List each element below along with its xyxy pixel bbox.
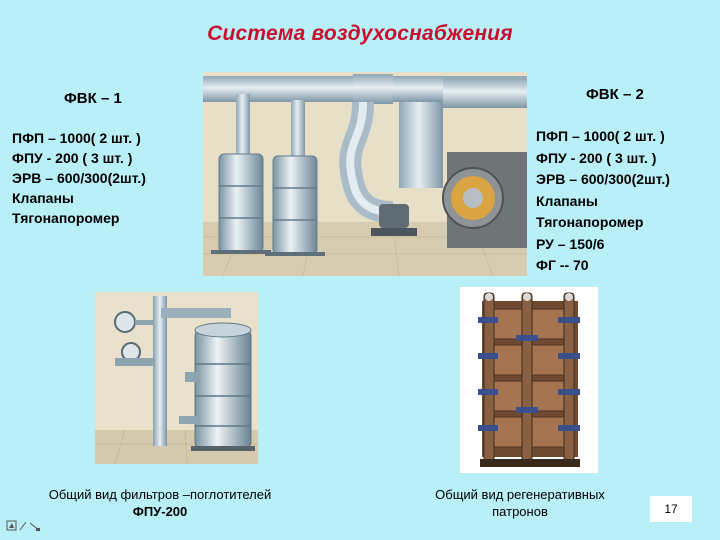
list-item: ФПУ - 200 ( 3 шт. ): [12, 150, 133, 166]
caption-line: патронов: [492, 504, 548, 519]
caption-line: Общий вид фильтров –поглотителей: [48, 487, 272, 502]
list-item: ФПУ - 200 ( 3 шт. ): [536, 149, 657, 166]
filter-unit-illustration: [95, 292, 258, 464]
left-heading: ФВК – 1: [64, 90, 122, 107]
list-item: Тягонапоромер: [12, 210, 120, 226]
cartridges-caption: Общий вид регенеративных патронов: [400, 486, 640, 520]
list-item: РУ – 150/6: [536, 235, 605, 252]
filters-caption: Общий вид фильтров –поглотителей ФПУ-200: [10, 486, 310, 520]
list-item: Клапаны: [12, 190, 74, 206]
list-item: ФГ -- 70: [536, 257, 589, 273]
filter-system-illustration: [203, 72, 527, 276]
list-item: ПФП – 1000( 2 шт. ): [12, 130, 141, 146]
left-equipment-list: ПФП – 1000( 2 шт. ) ФПУ - 200 ( 3 шт. ) …: [12, 128, 146, 228]
list-item: Тягонапоромер: [536, 214, 644, 230]
slide-title: Система воздухоснабжения: [207, 22, 513, 45]
page-number: 17: [650, 496, 692, 522]
slide-navigation-icon[interactable]: [6, 519, 42, 533]
regenerative-cartridge-photo: [460, 287, 598, 473]
caption-line: ФПУ-200: [132, 504, 188, 519]
list-item: Клапаны: [536, 192, 598, 209]
list-item: ПФП – 1000( 2 шт. ): [536, 128, 665, 144]
caption-line: Общий вид регенеративных: [435, 487, 605, 502]
list-item: ЭРВ – 600/300(2шт.): [536, 171, 670, 187]
right-heading: ФВК – 2: [586, 86, 644, 103]
list-item: ЭРВ – 600/300(2шт.): [12, 170, 146, 186]
right-equipment-list: ПФП – 1000( 2 шт. ) ФПУ - 200 ( 3 шт. ) …: [536, 126, 670, 277]
